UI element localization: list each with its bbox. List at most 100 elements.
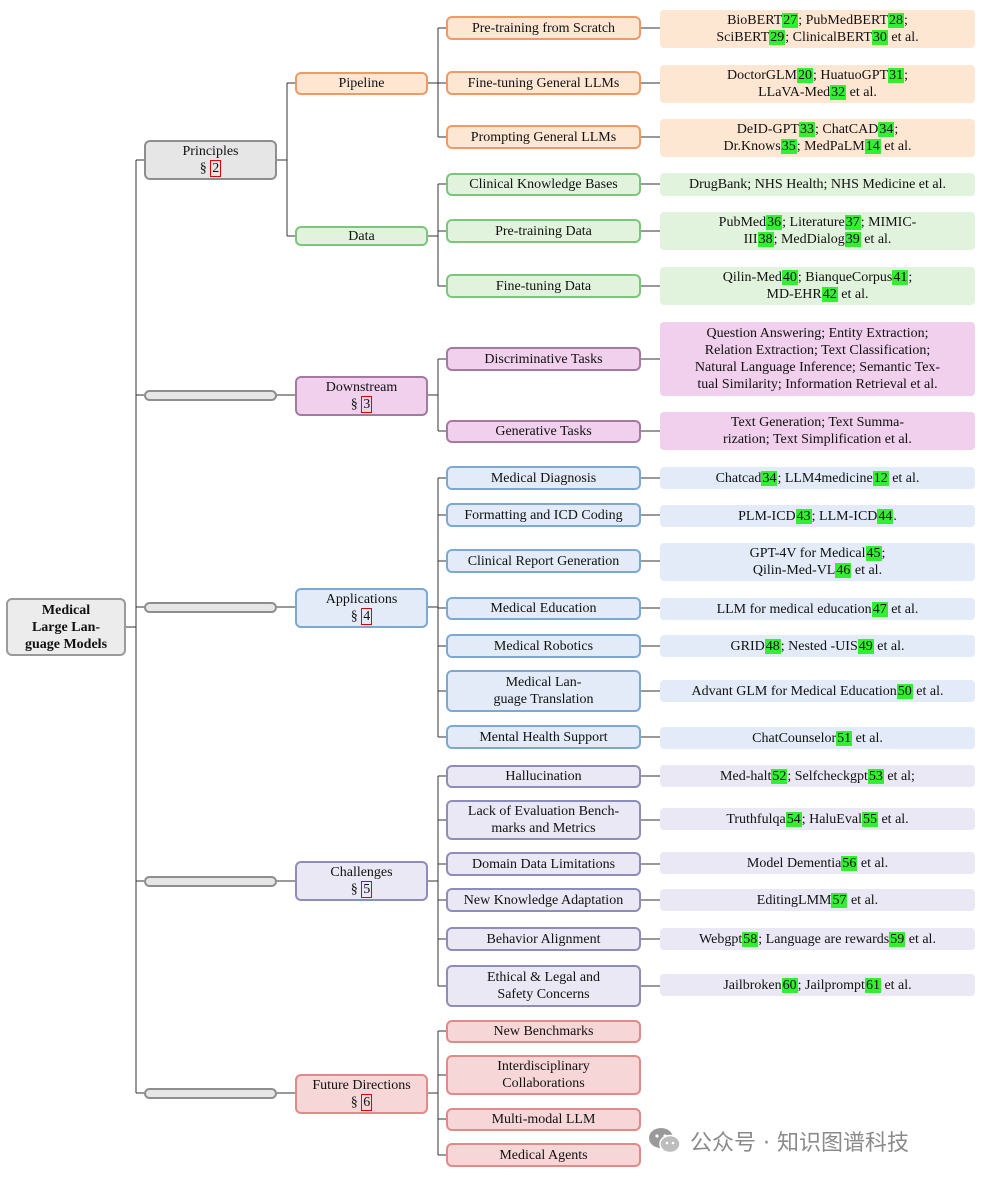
topic-label: Prompting General LLMs: [470, 129, 617, 145]
leaf-text: et al;: [883, 768, 915, 784]
leaf-text: et al.: [905, 931, 936, 947]
leaf-text: et al.: [846, 85, 877, 100]
topic-node: Medical Education: [446, 597, 641, 620]
topic-node: Prompting General LLMs: [446, 125, 641, 149]
future-label: Future Directions: [312, 1078, 411, 1093]
topic-node: Formatting and ICD Coding: [446, 503, 641, 527]
citation-ref: 29: [769, 30, 786, 45]
applications-node: Applications § 4: [295, 588, 428, 628]
citation-ref: 43: [795, 508, 812, 524]
leaf-text: ;: [908, 270, 913, 285]
leaf-box: Qilin-Med40; BianqueCorpus41;MD-EHR42 et…: [660, 267, 975, 305]
leaf-text: et al.: [837, 287, 869, 302]
leaf-text: DoctorGLM: [727, 68, 798, 83]
root-line: guage Models: [24, 636, 108, 652]
leaf-box: PLM-ICD43; LLM-ICD44.: [660, 505, 975, 527]
citation-ref: 47: [871, 601, 888, 617]
citation-ref: 30: [871, 30, 888, 45]
citation-ref: 12: [872, 470, 889, 486]
leaf-text: DeID-GPT: [736, 122, 799, 137]
leaf-box: Model Dementia56 et al.: [660, 852, 975, 874]
topic-node: Interdisciplinary Collaborations: [446, 1055, 641, 1095]
leaf-text: EditingLMM: [756, 892, 832, 908]
topic-label: Discriminative Tasks: [484, 351, 603, 367]
citation-ref: 50: [896, 683, 913, 699]
leaf-line: Natural Language Inference; Semantic Tex…: [695, 359, 940, 376]
citation-ref: 44: [877, 508, 894, 524]
citation-ref: 31: [888, 68, 905, 83]
leaf-text: GPT-4V for Medical: [749, 546, 866, 561]
leaf-line: SciBERT29; ClinicalBERT30 et al.: [716, 29, 919, 46]
topic-label: marks and Metrics: [491, 821, 596, 836]
leaf-box: Med-halt52; Selfcheckgpt53 et al;: [660, 765, 975, 787]
leaf-box: Advant GLM for Medical Education50 et al…: [660, 680, 975, 702]
citation-ref: 49: [857, 638, 874, 654]
leaf-text: ; MedDialog: [773, 232, 845, 247]
citation-ref: 35: [780, 139, 797, 154]
citation-ref: 32: [830, 85, 847, 100]
leaf-box: Truthfulqa54; HaluEval55 et al.: [660, 808, 975, 830]
leaf-box: EditingLMM57 et al.: [660, 889, 975, 911]
leaf-text: .: [893, 508, 897, 524]
empty-node-future: [144, 1088, 277, 1099]
leaf-text: et al.: [887, 30, 919, 45]
topic-node: Discriminative Tasks: [446, 347, 641, 371]
leaf-line: ChatCounselor51 et al.: [752, 730, 883, 747]
section-ref: 3: [361, 396, 373, 413]
leaf-line: Model Dementia56 et al.: [747, 855, 888, 872]
leaf-line: Text Generation; Text Summa-: [731, 414, 904, 431]
leaf-line: Question Answering; Entity Extraction;: [706, 325, 928, 342]
principles-section: § 2: [199, 160, 222, 177]
citation-ref: 36: [766, 215, 783, 230]
topic-node: New Knowledge Adaptation: [446, 888, 641, 912]
leaf-box: GPT-4V for Medical45;Qilin-Med-VL46 et a…: [660, 543, 975, 581]
watermark-text: 公众号 · 知识图谱科技: [690, 1131, 909, 1156]
topic-node: Clinical Report Generation: [446, 549, 641, 573]
leaf-text: Relation Extraction; Text Classification…: [704, 343, 931, 358]
topic-label: New Knowledge Adaptation: [463, 892, 624, 908]
leaf-text: ; Language are rewards: [758, 931, 890, 947]
leaf-box: Chatcad34; LLM4medicine12 et al.: [660, 467, 975, 489]
root-line: Large Lan-: [31, 619, 101, 635]
section-ref: 2: [210, 160, 222, 177]
leaf-text: GRID: [730, 638, 765, 654]
leaf-line: Webgpt58; Language are rewards59 et al.: [699, 931, 936, 948]
downstream-label: Downstream: [325, 380, 398, 395]
leaf-text: Truthfulqa: [726, 811, 786, 827]
citation-ref: 34: [878, 122, 895, 137]
leaf-box: DrugBank; NHS Health; NHS Medicine et al…: [660, 173, 975, 196]
pipeline-node: Pipeline: [295, 72, 428, 95]
topic-label: Hallucination: [505, 769, 582, 784]
challenges-node: Challenges § 5: [295, 861, 428, 901]
topic-node: Clinical Knowledge Bases: [446, 173, 641, 196]
topic-label: Pre-training Data: [495, 223, 592, 239]
leaf-text: Advant GLM for Medical Education: [691, 683, 897, 699]
leaf-line: GPT-4V for Medical45;: [749, 545, 885, 562]
root-line: Medical: [41, 602, 91, 618]
topic-node: Medical Diagnosis: [446, 466, 641, 490]
citation-ref: 57: [831, 892, 848, 908]
citation-ref: 56: [841, 855, 858, 871]
leaf-text: PLM-ICD: [738, 508, 796, 524]
topic-node: Medical Agents: [446, 1143, 641, 1167]
section-ref: 6: [361, 1094, 373, 1111]
topic-node: Multi-modal LLM: [446, 1108, 641, 1131]
leaf-text: Chatcad: [715, 470, 762, 486]
leaf-line: GRID48; Nested -UIS49 et al.: [730, 638, 904, 655]
citation-ref: 52: [771, 768, 788, 784]
leaf-text: Text Generation; Text Summa-: [730, 415, 905, 430]
topic-label: Fine-tuning Data: [495, 278, 592, 294]
leaf-text: ; HaluEval: [801, 811, 862, 827]
leaf-text: et al.: [888, 470, 920, 486]
leaf-box: Webgpt58; Language are rewards59 et al.: [660, 928, 975, 950]
leaf-line: MD-EHR42 et al.: [767, 286, 869, 303]
citation-ref: 41: [892, 270, 909, 285]
topic-label: Medical Robotics: [493, 638, 594, 654]
citation-ref: 61: [864, 977, 881, 993]
leaf-text: Question Answering; Entity Extraction;: [706, 326, 929, 341]
topic-node: Hallucination: [446, 765, 641, 788]
topic-label: Medical Lan-: [505, 675, 582, 690]
leaf-text: ;: [894, 122, 899, 137]
applications-section: § 4: [350, 608, 373, 625]
